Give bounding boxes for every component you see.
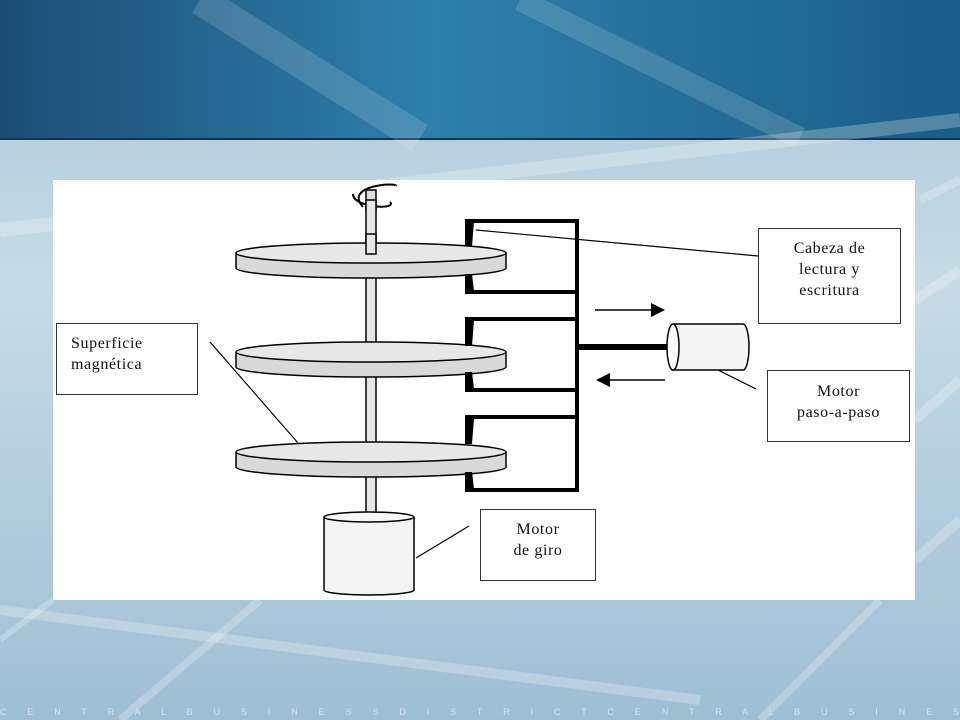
read-write-heads [465,222,474,489]
spin-motor-cylinder [323,511,415,596]
cabeza-line-1: Cabeza de [793,240,866,257]
platter-3 [235,441,507,478]
motor-paso-line-2: paso-a-paso [796,404,880,421]
header-band [0,0,960,140]
hard-disk-diagram [209,183,759,596]
cabeza-lectura-escritura-label: Cabeza de lectura y escritura [758,228,901,324]
arrow-left-icon [596,373,665,387]
footer-ticker: C E N T R A L B U S I N E S S D I S T R … [0,707,960,717]
head-arm-assembly [465,219,671,492]
motor-paso-line-1: Motor [817,383,860,400]
motor-giro-line-1: Motor [516,521,560,538]
platter-1 [235,233,507,279]
cabeza-line-3: escritura [799,282,860,299]
motor-paso-a-paso-label: Motor paso-a-paso [767,370,910,442]
cabeza-line-2: lectura y [799,261,860,278]
arrow-right-icon [595,303,665,317]
leader-lines [209,229,759,559]
superficie-magnetica-label: Superficie magnética [56,323,198,395]
platter-2 [235,341,507,378]
motor-giro-line-2: de giro [513,542,563,559]
superficie-line-2: magnética [71,356,143,373]
superficie-line-1: Superficie [71,335,143,352]
motor-de-giro-label: Motor de giro [480,509,596,581]
diagram-panel: Superficie magnética Cabeza de lectura y… [53,180,915,600]
stepper-motor-cylinder [666,323,750,371]
